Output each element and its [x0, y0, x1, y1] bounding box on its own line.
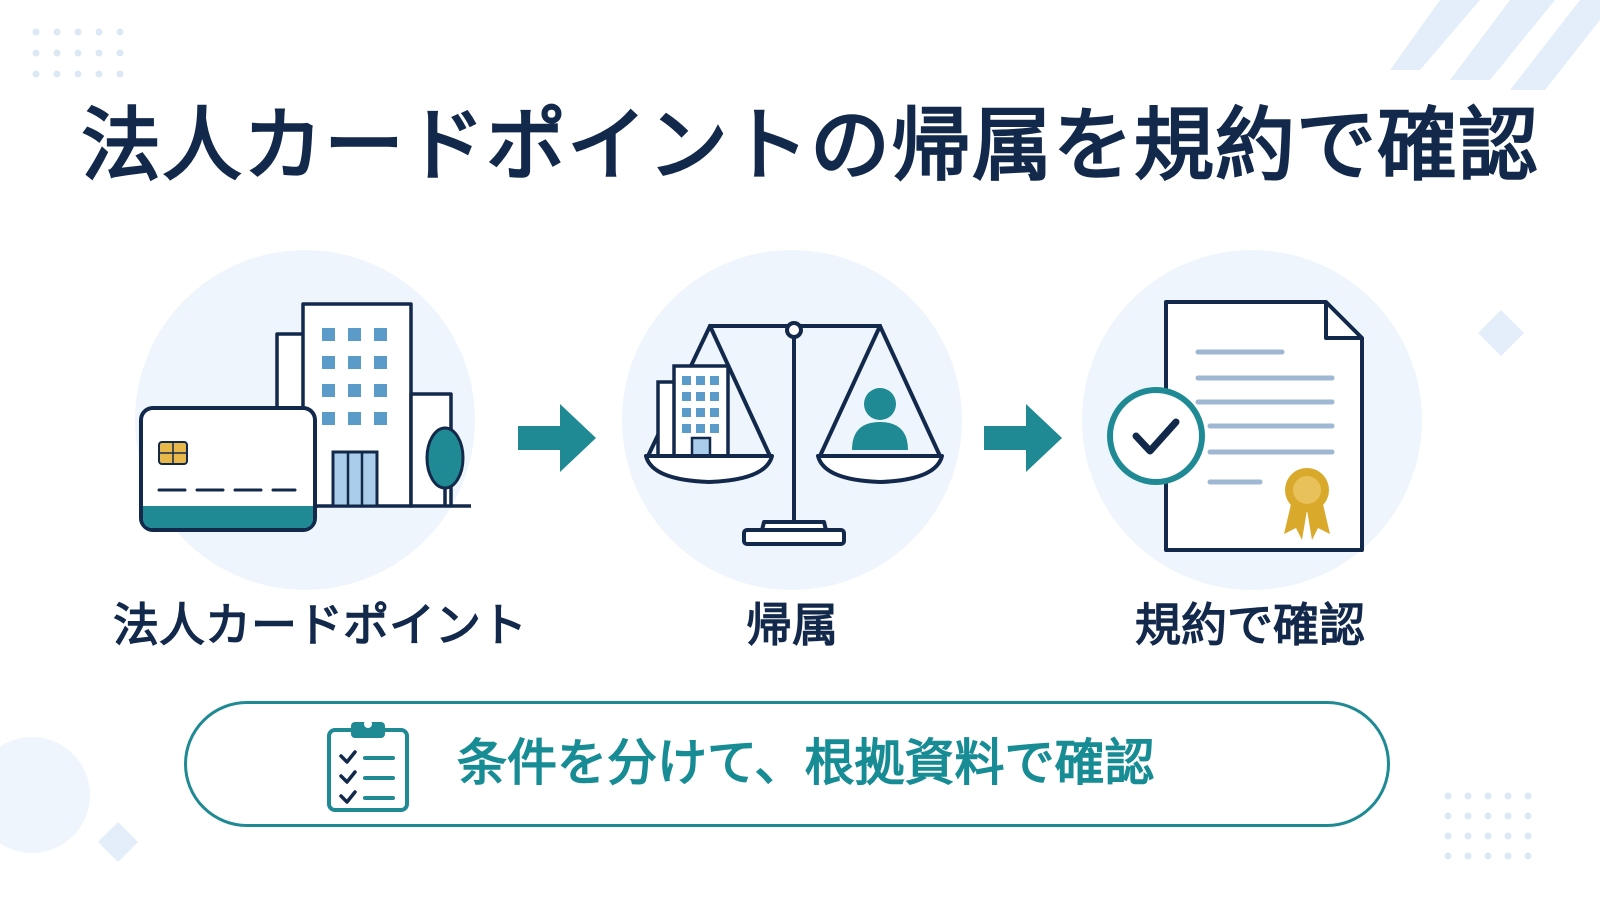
balance-scale-icon — [644, 321, 944, 546]
circle-bottom-left — [0, 737, 90, 853]
step-2-label: 帰属 — [746, 598, 838, 652]
dot-grid-top-left — [32, 28, 124, 78]
card-building-icon — [139, 302, 471, 532]
diamond-right — [1478, 310, 1524, 356]
dot-grid-bottom-right — [1444, 792, 1532, 860]
step-1-label: 法人カードポイント — [113, 598, 527, 652]
summary-text: 条件を分けて、根拠資料で確認 — [457, 734, 1155, 792]
contract-check-icon — [1107, 300, 1364, 552]
arrow-right-icon — [984, 404, 1062, 472]
page-title: 法人カードポイントの帰属を規約で確認 — [81, 99, 1539, 192]
summary-banner: 条件を分けて、根拠資料で確認 — [184, 701, 1390, 827]
diamond-bottom-left — [98, 822, 138, 862]
step-3-label: 規約で確認 — [1135, 598, 1365, 652]
diagonal-stripes-top-right — [1390, 0, 1600, 90]
arrow-right-icon — [518, 404, 596, 472]
clipboard-checklist-icon — [327, 720, 409, 812]
